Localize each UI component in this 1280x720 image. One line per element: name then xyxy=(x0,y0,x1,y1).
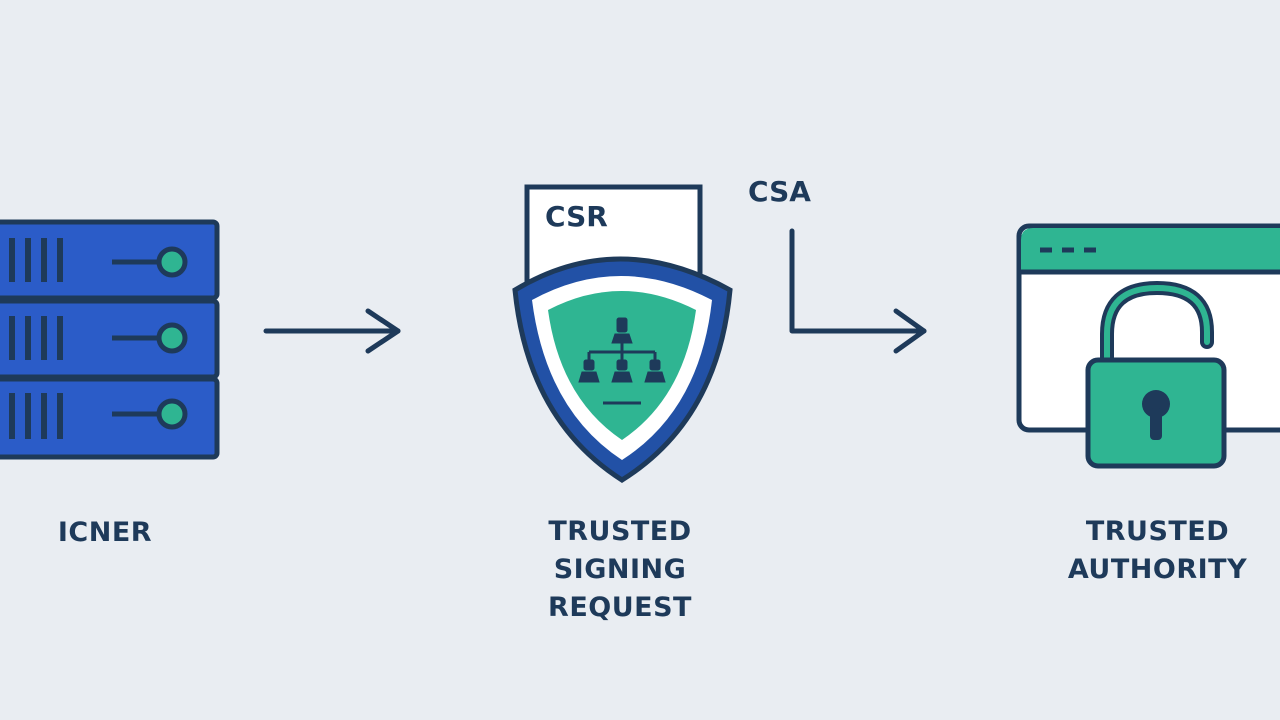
signing-request-label-line: TRUSTED xyxy=(548,516,692,547)
server-rack-icon xyxy=(0,219,220,460)
elbow-arrow-icon xyxy=(789,228,927,354)
server-label-line: ICNER xyxy=(57,517,153,548)
signing-request-label-line: SIGNING xyxy=(553,554,687,585)
authority-label: TRUSTED AUTHORITY xyxy=(1035,513,1280,589)
authority-label-line: AUTHORITY xyxy=(1067,554,1248,585)
arrow-label: CSA xyxy=(748,175,811,208)
server-unit-bottom xyxy=(0,376,220,460)
server-unit-middle xyxy=(0,298,220,380)
server-unit-top xyxy=(0,219,220,301)
authority-label-line: TRUSTED xyxy=(1085,516,1230,547)
document-label: CSR xyxy=(545,200,608,233)
padlock-open-icon xyxy=(1085,280,1227,469)
arrow-right-icon xyxy=(263,308,401,354)
server-label: ICNER xyxy=(30,514,180,552)
hierarchy-icon xyxy=(578,317,666,405)
signing-request-label: TRUSTED SIGNING REQUEST xyxy=(500,513,740,627)
signing-request-label-line: REQUEST xyxy=(548,592,692,623)
